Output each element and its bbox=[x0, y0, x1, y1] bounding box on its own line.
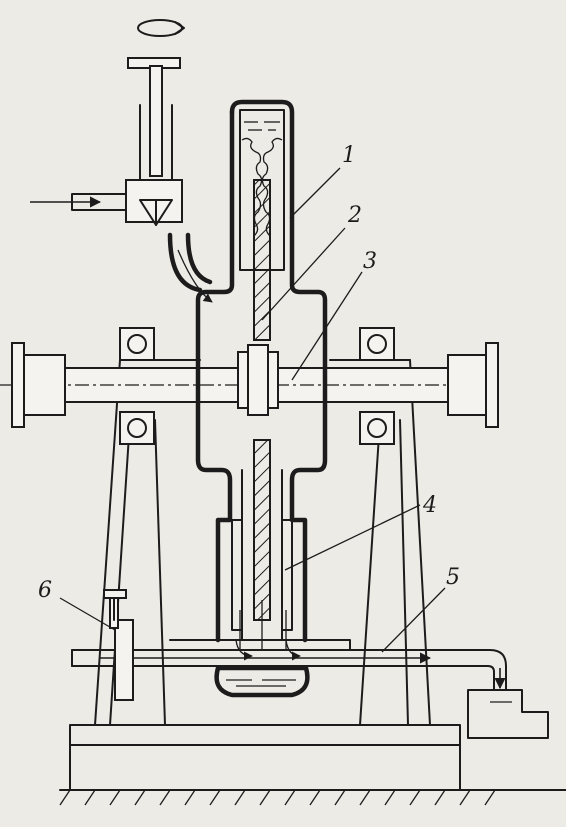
callout-label-5: 5 bbox=[446, 565, 460, 590]
stand-frame bbox=[94, 359, 431, 726]
rotor-disk bbox=[237, 109, 285, 621]
lower-channel bbox=[231, 469, 293, 650]
housing-casing bbox=[167, 99, 328, 643]
outlet-pipe bbox=[71, 639, 507, 691]
callout-label-6: 6 bbox=[38, 578, 52, 603]
callout-6: 6 bbox=[38, 578, 116, 631]
collecting-trough bbox=[169, 639, 351, 698]
callout-3: 3 bbox=[291, 249, 377, 381]
bearing-right-top bbox=[359, 327, 395, 361]
callout-1: 1 bbox=[289, 143, 356, 219]
callout-2: 2 bbox=[261, 203, 362, 321]
bearing-left-bottom bbox=[119, 411, 155, 445]
base-plinth bbox=[69, 724, 461, 791]
callout-label-4: 4 bbox=[422, 493, 437, 518]
callout-5: 5 bbox=[381, 565, 460, 653]
callout-4: 4 bbox=[284, 493, 437, 571]
bearing-left-top bbox=[119, 327, 155, 361]
ground bbox=[59, 789, 566, 806]
callout-label-3: 3 bbox=[363, 249, 377, 274]
callout-label-2: 2 bbox=[347, 203, 362, 228]
callout-label-1: 1 bbox=[342, 143, 356, 168]
receiving-vessel bbox=[467, 689, 549, 739]
feed-valve-assembly bbox=[30, 19, 213, 303]
valve-6 bbox=[103, 589, 134, 701]
bearing-right-bottom bbox=[359, 411, 395, 445]
